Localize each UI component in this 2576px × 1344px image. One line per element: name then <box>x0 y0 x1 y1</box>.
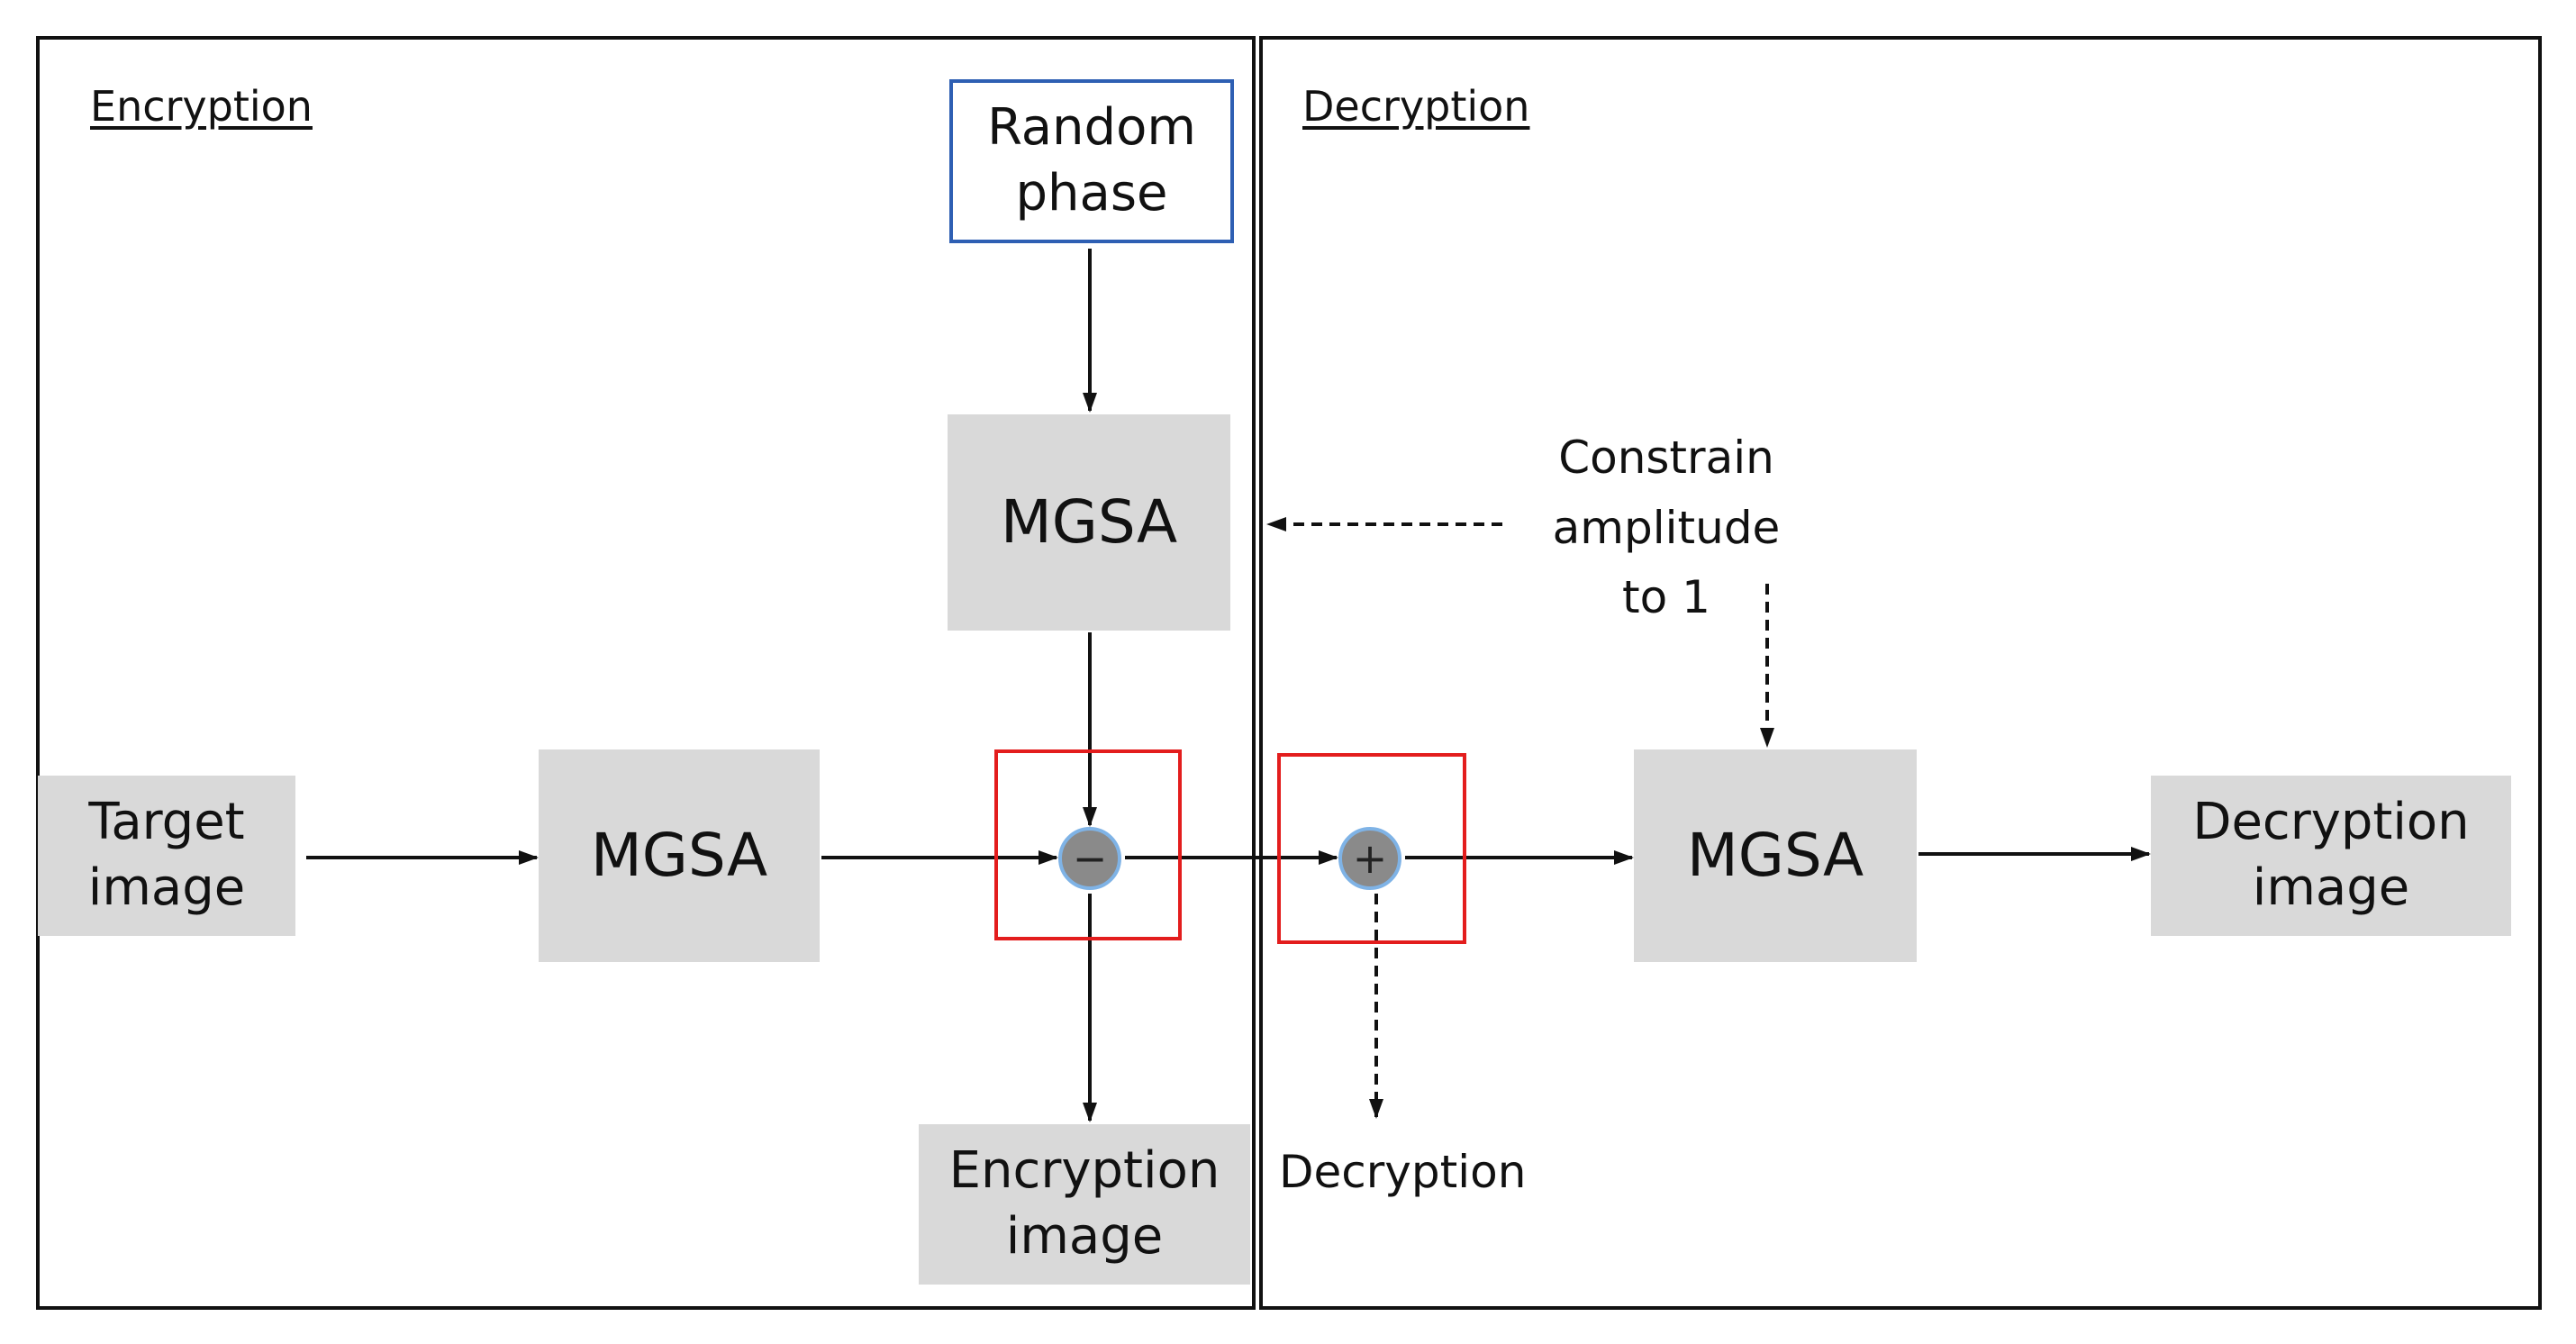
constrain-amplitude-note: Constrain amplitude to 1 <box>1522 423 1810 633</box>
decryption-panel <box>1259 36 2542 1310</box>
encryption-panel <box>36 36 1256 1310</box>
mgsa-random-label: MGSA <box>1000 487 1178 558</box>
encryption-image-label-line2: image <box>1005 1207 1164 1266</box>
add-operator-icon: + <box>1338 827 1401 890</box>
mgsa-decrypt-label: MGSA <box>1686 821 1864 891</box>
random-phase-label-line2: phase <box>1015 164 1168 222</box>
constrain-note-line3: to 1 <box>1622 571 1710 623</box>
subtract-operator-icon: − <box>1058 827 1121 890</box>
encryption-section-label: Encryption <box>90 82 313 131</box>
mgsa-random-box: MGSA <box>948 414 1230 631</box>
add-highlight-box <box>1277 753 1466 944</box>
random-phase-label-line1: Random <box>987 98 1196 158</box>
random-phase-box: Random phase <box>949 79 1234 243</box>
subtract-highlight-box <box>994 749 1182 940</box>
decryption-image-label-line1: Decryption <box>2192 793 2470 852</box>
decryption-section-label: Decryption <box>1302 82 1530 131</box>
target-image-box: Target image <box>38 776 295 936</box>
constrain-note-line1: Constrain <box>1558 431 1774 484</box>
encryption-image-label-line1: Encryption <box>948 1141 1220 1201</box>
target-image-label-line2: image <box>87 858 246 917</box>
mgsa-encrypt-label: MGSA <box>590 821 768 891</box>
target-image-label-line1: Target <box>88 793 245 852</box>
constrain-note-line2: amplitude <box>1552 501 1781 554</box>
decryption-image-box: Decryption image <box>2151 776 2511 936</box>
mgsa-decrypt-box: MGSA <box>1634 749 1917 962</box>
decryption-image-label-line2: image <box>2252 858 2410 917</box>
decryption-output-label: Decryption <box>1279 1146 1527 1198</box>
encryption-image-box: Encryption image <box>919 1124 1250 1285</box>
mgsa-encrypt-box: MGSA <box>539 749 820 962</box>
